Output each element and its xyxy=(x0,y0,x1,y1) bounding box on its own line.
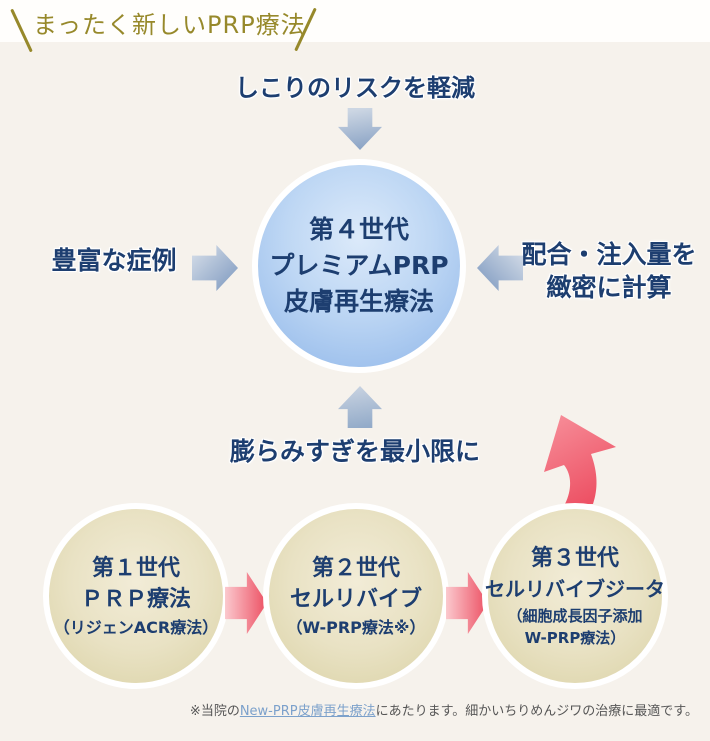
generation2-subtitle: （W-PRP療法※） xyxy=(286,617,426,637)
generation4-circle: 第４世代 プレミアムPRP 皮膚再生療法 xyxy=(252,159,466,373)
generation1-title: 第１世代 xyxy=(91,555,180,581)
generation4-line1: 第４世代 xyxy=(308,215,409,244)
benefit-label-left: 豊富な症例 xyxy=(51,246,177,275)
generation1-name: ＰＲＰ療法 xyxy=(80,586,191,612)
upgrade-arrow-icon xyxy=(544,415,616,504)
benefit-right-line2: 緻密に計算 xyxy=(546,273,672,302)
new-prp-link[interactable]: New-PRP皮膚再生療法 xyxy=(239,704,376,719)
footnote: ※当院のNew-PRP皮膚再生療法にあたります。細かいちりめんジワの治療に最適で… xyxy=(190,700,698,719)
flow-arrow-1-icon xyxy=(225,572,267,634)
generation4-line2: プレミアムPRP xyxy=(269,251,449,280)
arrow-down-icon xyxy=(338,108,382,150)
generation2-name: セルリバイブ xyxy=(289,586,422,612)
page-title: まったく新しいPRP療法 xyxy=(33,11,306,39)
generation1-subtitle: （リジェンACR療法） xyxy=(53,617,219,637)
generation4-line3: 皮膚再生療法 xyxy=(283,287,434,316)
header-background xyxy=(0,0,710,42)
generation3-name: セルリバイブジータ xyxy=(485,577,665,601)
benefit-label-bottom: 膨らみすぎを最小限に xyxy=(229,437,480,466)
generation3-circle: 第３世代 セルリバイブジータ （細胞成長因子添加 W-PRP療法） xyxy=(482,503,668,689)
benefit-label-right: 配合・注入量を 緻密に計算 xyxy=(516,238,702,304)
generation1-circle: 第１世代 ＰＲＰ療法 （リジェンACR療法） xyxy=(43,503,229,689)
footnote-prefix: ※当院の xyxy=(189,704,240,719)
footnote-suffix: にあたります。細かいちりめんジワの治療に最適です。 xyxy=(375,704,698,719)
generation3-title: 第３世代 xyxy=(530,546,619,571)
generation3-subtitle: （細胞成長因子添加 xyxy=(507,607,643,625)
generation2-circle: 第２世代 セルリバイブ （W-PRP療法※） xyxy=(263,503,449,689)
arrow-right-icon xyxy=(192,245,238,291)
benefit-right-line1: 配合・注入量を xyxy=(521,240,697,269)
generation2-title: 第２世代 xyxy=(311,555,400,581)
arrow-up-icon xyxy=(338,386,382,428)
benefit-label-top: しこりのリスクを軽減 xyxy=(235,74,475,102)
generation3-subtitle2: W-PRP療法） xyxy=(524,629,626,647)
